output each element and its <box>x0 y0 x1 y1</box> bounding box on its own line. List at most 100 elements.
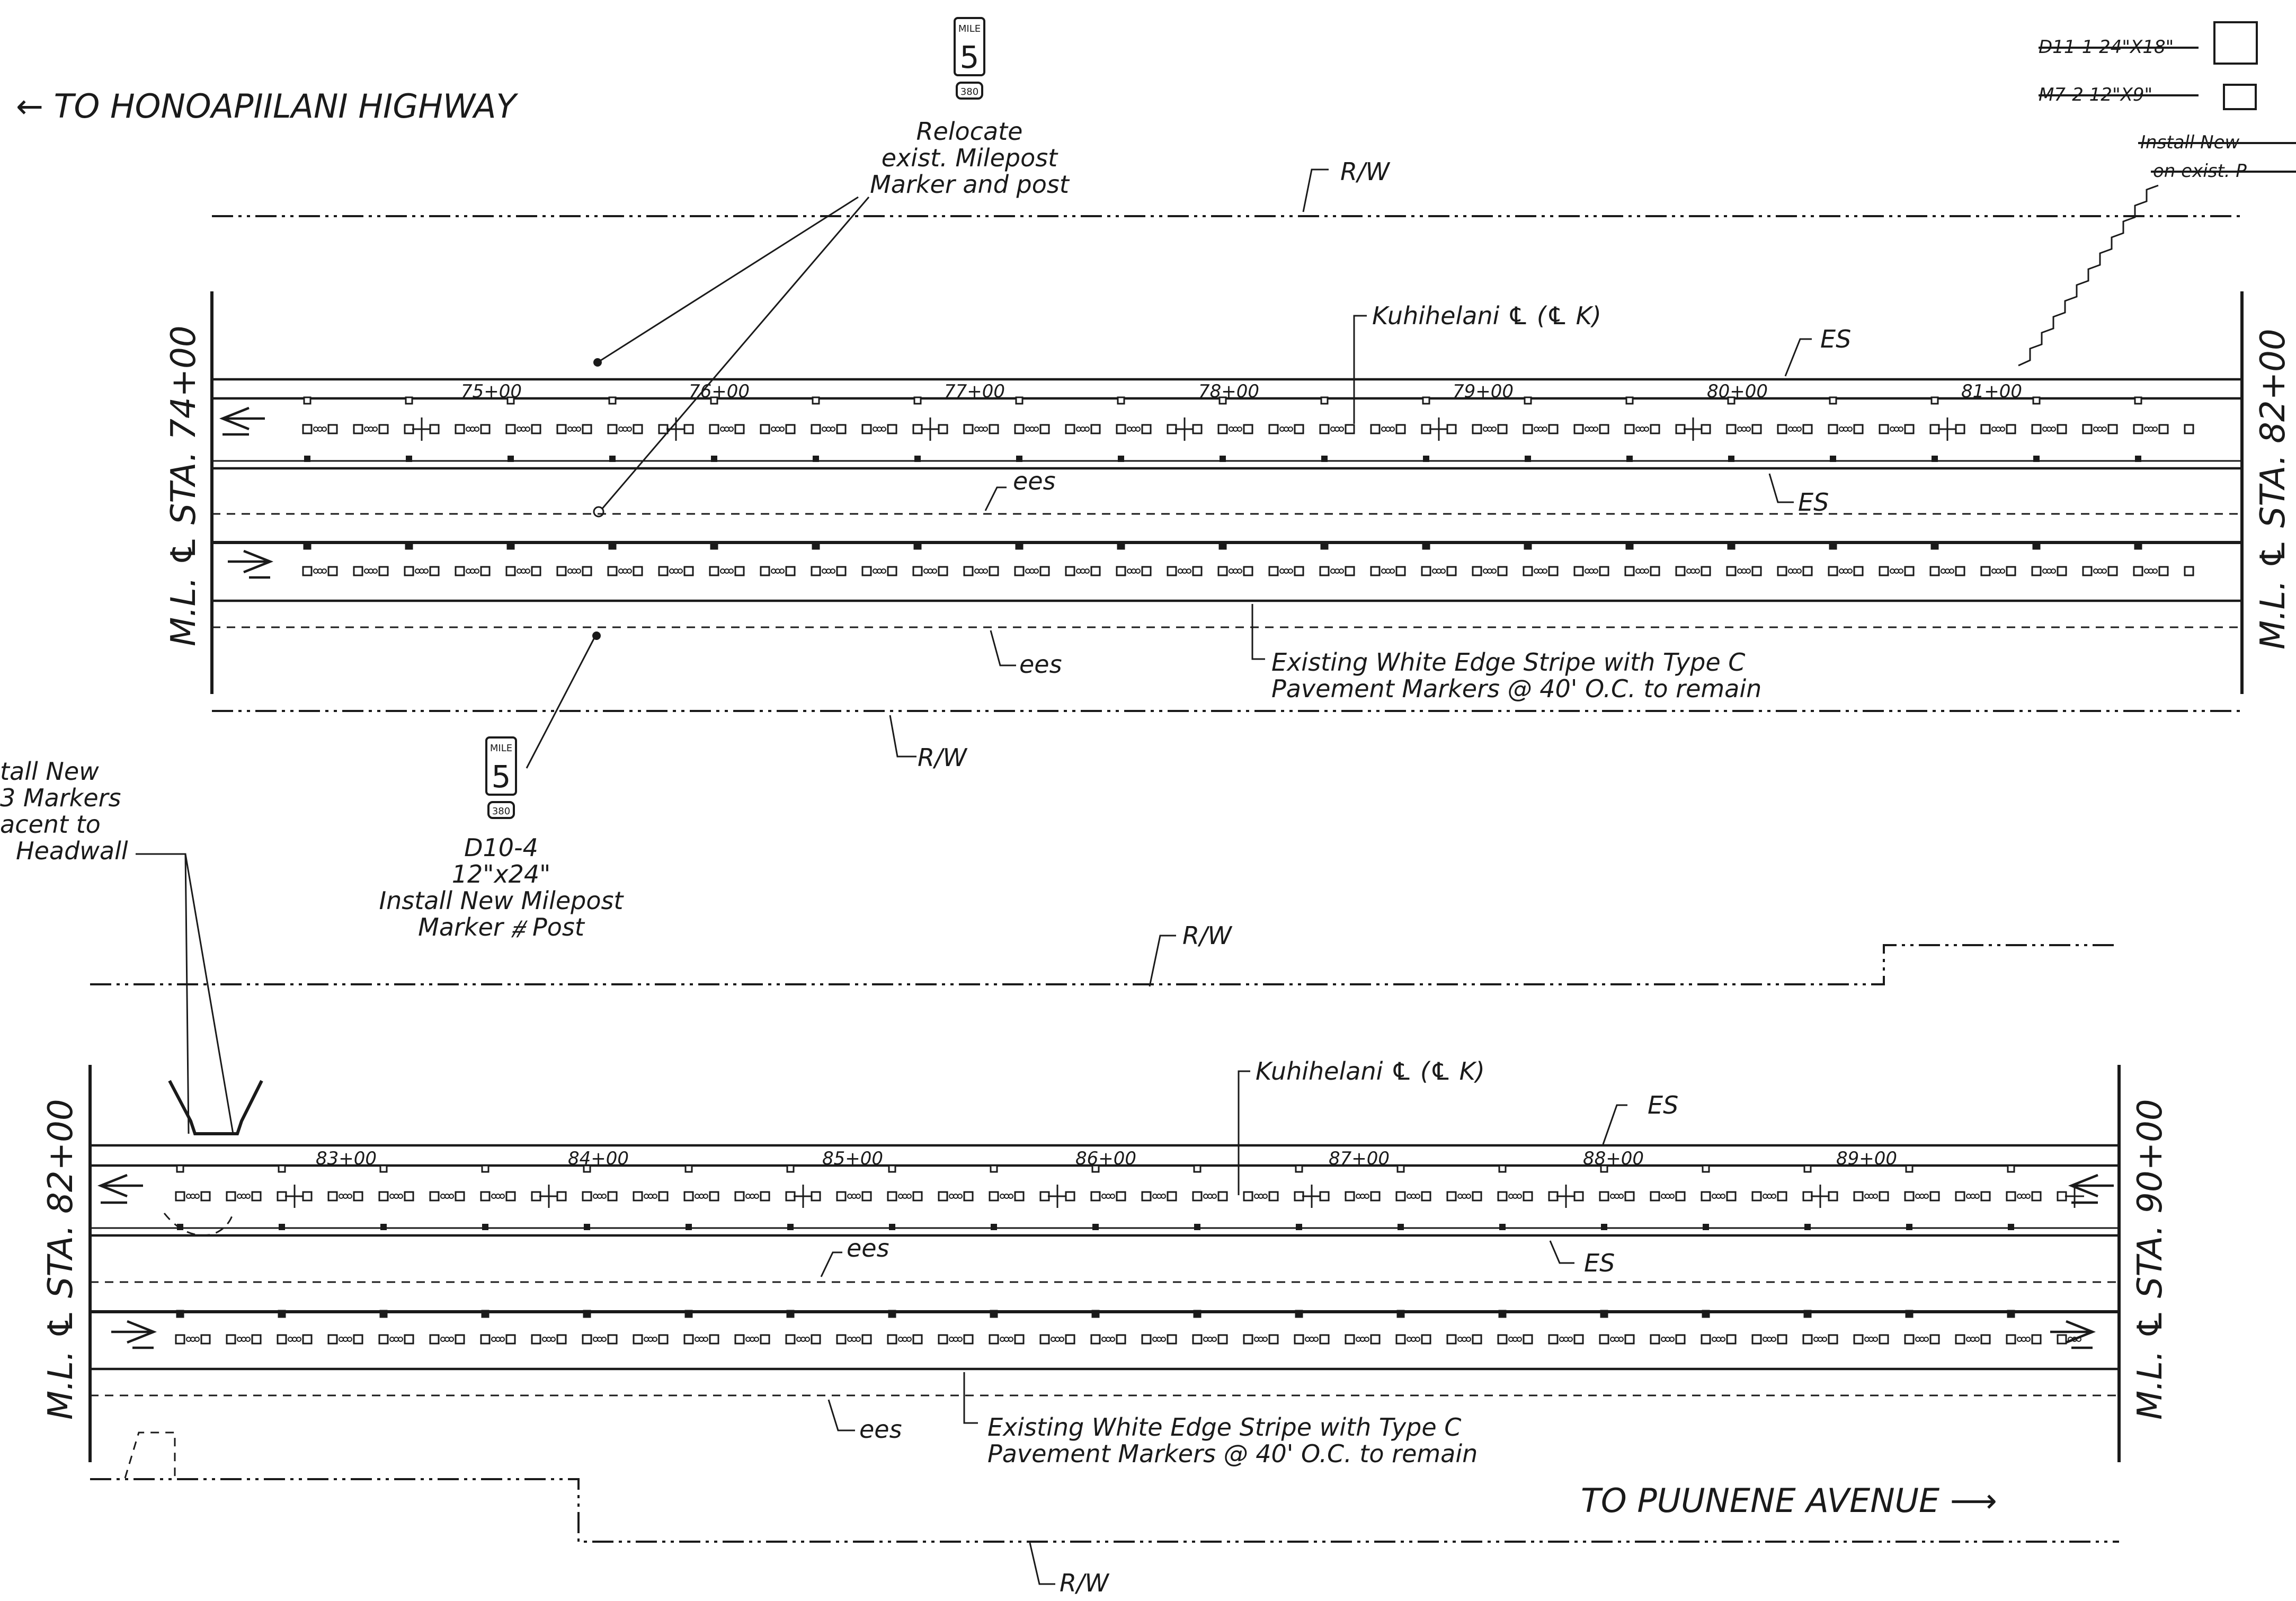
reflector-dot <box>1284 426 1289 432</box>
edge-marker <box>380 1311 387 1317</box>
reflector-dot <box>1585 568 1590 574</box>
edge-marker <box>608 396 617 405</box>
reflector-dot <box>1135 426 1141 432</box>
pavement-marker <box>429 1191 440 1202</box>
pavement-marker <box>429 1334 440 1345</box>
reflector-dot <box>313 426 318 432</box>
station-cross <box>1811 1185 1830 1208</box>
reflector-dot <box>1161 1337 1166 1342</box>
pavement-marker <box>480 1191 491 1202</box>
reflector-dot <box>372 426 378 432</box>
reflector-dot <box>826 568 831 574</box>
reflector-dot <box>1716 1194 1721 1199</box>
edge-marker <box>787 1311 794 1317</box>
edge-marker <box>1804 1224 1811 1230</box>
pavement-marker <box>912 424 923 434</box>
edge-marker <box>1728 542 1734 549</box>
pavement-marker <box>1599 1334 1609 1345</box>
pavement-marker <box>404 424 414 434</box>
reflector-dot <box>546 1337 551 1342</box>
pavement-marker <box>912 1191 923 1202</box>
edge-marker <box>1092 1224 1099 1230</box>
reflector-dot <box>1669 1194 1675 1199</box>
station-cross <box>1684 417 1703 441</box>
reflector-dot <box>1919 1337 1925 1342</box>
pavement-marker <box>836 1191 847 1202</box>
reflector-dot <box>1034 426 1039 432</box>
edge-marker <box>584 1224 590 1230</box>
reflector-dot <box>983 426 988 432</box>
reflector-dot <box>1746 426 1751 432</box>
reflector-dot <box>1563 1337 1569 1342</box>
pavement-marker <box>1929 566 1940 576</box>
reflector-dot <box>1390 568 1395 574</box>
reflector-dot <box>1415 1337 1420 1342</box>
station-cross <box>1175 417 1194 441</box>
reflector-dot <box>449 1194 454 1199</box>
reflector-dot <box>1767 1337 1772 1342</box>
pavement-marker <box>1955 424 1965 434</box>
pavement-marker <box>861 1334 872 1345</box>
reflector-dot <box>1847 568 1853 574</box>
reflector-dot <box>194 1194 200 1199</box>
reflector-dot <box>2144 426 2149 432</box>
pavement-marker <box>1650 1191 1660 1202</box>
pavement-marker <box>1421 1334 1431 1345</box>
pavement-marker <box>1828 566 1838 576</box>
pavement-marker <box>1141 1334 1152 1345</box>
edge-marker <box>1703 1311 1709 1317</box>
edge-marker <box>1829 396 1837 405</box>
pavement-marker <box>2031 566 2042 576</box>
pavement-marker <box>1802 1191 1813 1202</box>
edge-marker <box>482 1311 488 1317</box>
pavement-marker <box>1141 424 1152 434</box>
reflector-dot <box>368 426 373 432</box>
pavement-marker <box>1701 566 1711 576</box>
edge-marker <box>1727 396 1736 405</box>
reflector-dot <box>1101 1194 1107 1199</box>
reflector-dot <box>2046 568 2052 574</box>
reflector-dot <box>525 426 530 432</box>
reflector-dot <box>695 1337 700 1342</box>
reflector-dot <box>1915 1194 1920 1199</box>
reflector-dot <box>856 1194 861 1199</box>
pavement-marker <box>327 566 338 576</box>
pavement-marker <box>1904 566 1915 576</box>
reflector-dot <box>1924 1337 1929 1342</box>
reflector-dot <box>754 1337 759 1342</box>
sign-legend: D11-1 24"X18" M7-2 12"X9" Install New on… <box>2018 21 2296 367</box>
reflector-dot <box>2051 426 2056 432</box>
pavement-marker <box>404 566 414 576</box>
reflector-dot <box>1432 568 1437 574</box>
reflector-dot <box>470 568 475 574</box>
edge-marker <box>684 1164 693 1173</box>
reflector-dot <box>847 1337 852 1342</box>
reflector-dot <box>695 1194 700 1199</box>
reflector-dot <box>322 568 327 574</box>
reflector-dot <box>898 1194 903 1199</box>
reflector-dot <box>1945 568 1950 574</box>
pavement-marker <box>1701 424 1711 434</box>
pavement-marker <box>811 566 821 576</box>
pavement-marker <box>1650 1334 1660 1345</box>
edge-marker <box>1194 1224 1200 1230</box>
reflector-dot <box>2000 568 2005 574</box>
edge-marker <box>506 396 515 405</box>
milepost-sign-new: MILE 5 380 <box>485 631 601 819</box>
edge-marker <box>1398 1311 1404 1317</box>
edge-marker <box>279 1224 285 1230</box>
reflector-dot <box>415 568 420 574</box>
reflector-dot <box>292 1337 297 1342</box>
reflector-dot <box>1593 426 1598 432</box>
reflector-dot <box>1843 568 1848 574</box>
pavement-marker <box>1701 1191 1711 1202</box>
reflector-dot <box>1919 1194 1925 1199</box>
edge-marker <box>303 396 312 405</box>
pavement-marker <box>480 424 491 434</box>
pavement-marker <box>302 1191 313 1202</box>
reflector-dot <box>1542 426 1547 432</box>
reflector-dot <box>2017 1194 2022 1199</box>
reflector-dot <box>1712 1337 1717 1342</box>
edge-marker <box>176 1164 184 1173</box>
reflector-dot <box>194 1337 200 1342</box>
